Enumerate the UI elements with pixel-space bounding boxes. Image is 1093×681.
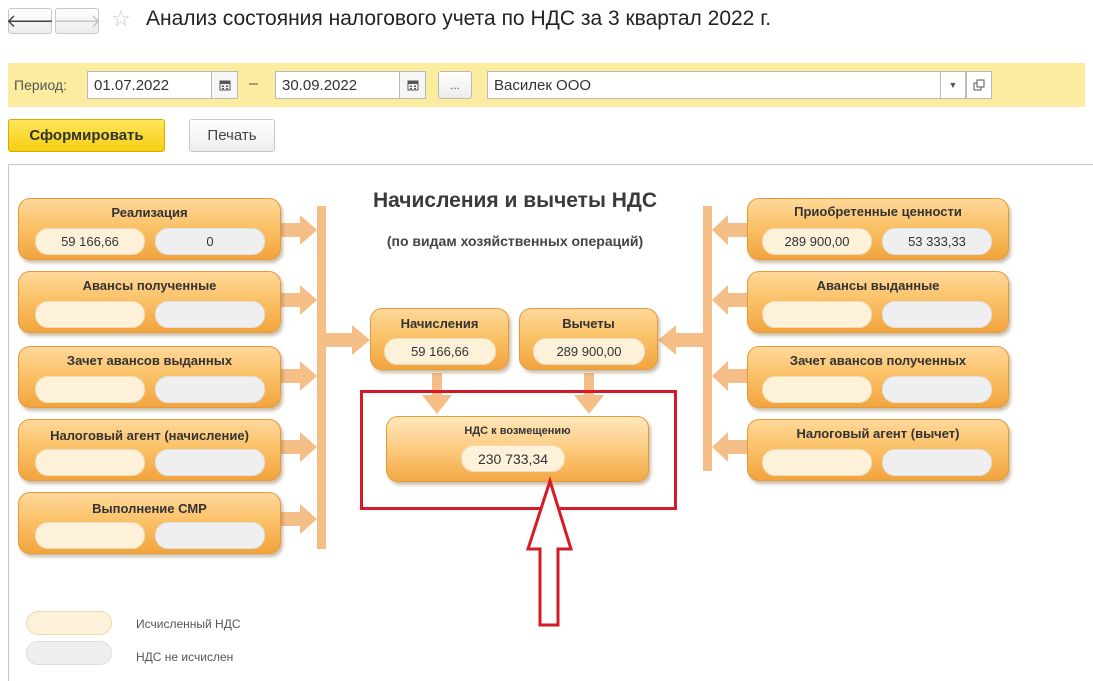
box-label: Приобретенные ценности <box>794 204 962 219</box>
accruals-value[interactable]: 59 166,66 <box>384 338 496 365</box>
legend-swatch-not-calculated <box>26 641 112 665</box>
box-advances-issued[interactable]: Авансы выданные <box>747 271 1009 333</box>
value-not-calculated[interactable] <box>882 376 992 403</box>
date-separator: – <box>249 75 258 92</box>
date-to-calendar-button[interactable] <box>399 71 426 99</box>
annotation-highlight-rect <box>360 390 677 510</box>
value-not-calculated[interactable] <box>155 449 265 476</box>
print-button[interactable]: Печать <box>189 119 275 152</box>
value-calculated[interactable] <box>35 301 145 328</box>
value-calculated[interactable] <box>35 449 145 476</box>
diagram-subtitle: (по видам хозяйственных операций) <box>386 233 644 249</box>
date-from-field[interactable]: 01.07.2022 <box>87 71 212 99</box>
value-calculated[interactable]: 289 900,00 <box>762 228 872 255</box>
legend-swatch-calculated <box>26 611 112 635</box>
box-label: Налоговый агент (вычет) <box>796 426 960 441</box>
back-button[interactable]: 🡐 <box>5 8 55 34</box>
date-from-calendar-button[interactable] <box>211 71 238 99</box>
value-not-calculated[interactable]: 0 <box>155 228 265 255</box>
box-label: Реализация <box>111 205 188 220</box>
box-deductions[interactable]: Вычеты 289 900,00 <box>519 308 658 370</box>
legend-label-not-calculated: НДС не исчислен <box>136 650 234 664</box>
period-label: Период: <box>14 77 67 93</box>
value-calculated[interactable] <box>35 522 145 549</box>
box-construction-works[interactable]: Выполнение СМР <box>18 492 281 554</box>
calendar-icon <box>407 80 418 91</box>
value-not-calculated[interactable] <box>155 522 265 549</box>
value-not-calculated[interactable] <box>155 301 265 328</box>
value-not-calculated[interactable] <box>882 301 992 328</box>
box-advances-received[interactable]: Авансы полученные <box>18 271 281 333</box>
box-offset-advances-issued[interactable]: Зачет авансов выданных <box>18 346 281 408</box>
box-label: Авансы выданные <box>816 278 940 293</box>
legend-label-calculated: Исчисленный НДС <box>136 617 241 631</box>
box-sales[interactable]: Реализация 59 166,66 0 <box>18 198 281 260</box>
calendar-icon <box>219 80 230 91</box>
generate-button[interactable]: Сформировать <box>8 119 165 152</box>
organization-field[interactable]: Василек ООО <box>487 71 941 99</box>
box-label: Вычеты <box>562 316 615 331</box>
diagram-title: Начисления и вычеты НДС <box>372 189 658 212</box>
box-label: Выполнение СМР <box>92 501 207 516</box>
box-acquired-values[interactable]: Приобретенные ценности 289 900,00 53 333… <box>747 198 1009 260</box>
value-calculated[interactable]: 59 166,66 <box>35 228 145 255</box>
vat-refund-value[interactable]: 230 733,34 <box>461 445 565 472</box>
box-label: Авансы полученные <box>82 278 217 293</box>
box-tax-agent-deduction[interactable]: Налоговый агент (вычет) <box>747 419 1009 481</box>
organization-dropdown-button[interactable]: ▼ <box>940 71 966 99</box>
value-calculated[interactable] <box>762 301 872 328</box>
box-offset-advances-received[interactable]: Зачет авансов полученных <box>747 346 1009 408</box>
arrow-left-icon: 🡐 <box>5 10 55 31</box>
value-calculated[interactable] <box>35 376 145 403</box>
value-calculated[interactable] <box>762 376 872 403</box>
box-vat-refund[interactable]: НДС к возмещению 230 733,34 <box>386 416 649 482</box>
box-accruals[interactable]: Начисления 59 166,66 <box>370 308 509 370</box>
date-to-field[interactable]: 30.09.2022 <box>275 71 400 99</box>
open-window-icon <box>973 79 985 91</box>
forward-button[interactable]: 🡒 <box>52 8 102 34</box>
period-select-button[interactable]: ... <box>438 71 472 99</box>
box-label: Зачет авансов полученных <box>789 353 967 368</box>
value-not-calculated[interactable] <box>155 376 265 403</box>
value-not-calculated[interactable] <box>882 449 992 476</box>
box-tax-agent-accrual[interactable]: Налоговый агент (начисление) <box>18 419 281 481</box>
box-label: Зачет авансов выданных <box>66 353 233 368</box>
box-label: Начисления <box>400 316 479 331</box>
arrow-right-icon: 🡒 <box>52 10 102 31</box>
value-calculated[interactable] <box>762 449 872 476</box>
dropdown-arrow-icon: ▼ <box>948 80 958 90</box>
star-icon[interactable]: ☆ <box>111 6 131 31</box>
page-title: Анализ состояния налогового учета по НДС… <box>146 7 772 30</box>
deductions-value[interactable]: 289 900,00 <box>533 338 645 365</box>
box-label: НДС к возмещению <box>464 425 571 437</box>
organization-open-button[interactable] <box>966 71 992 99</box>
value-not-calculated[interactable]: 53 333,33 <box>882 228 992 255</box>
box-label: Налоговый агент (начисление) <box>50 428 249 443</box>
